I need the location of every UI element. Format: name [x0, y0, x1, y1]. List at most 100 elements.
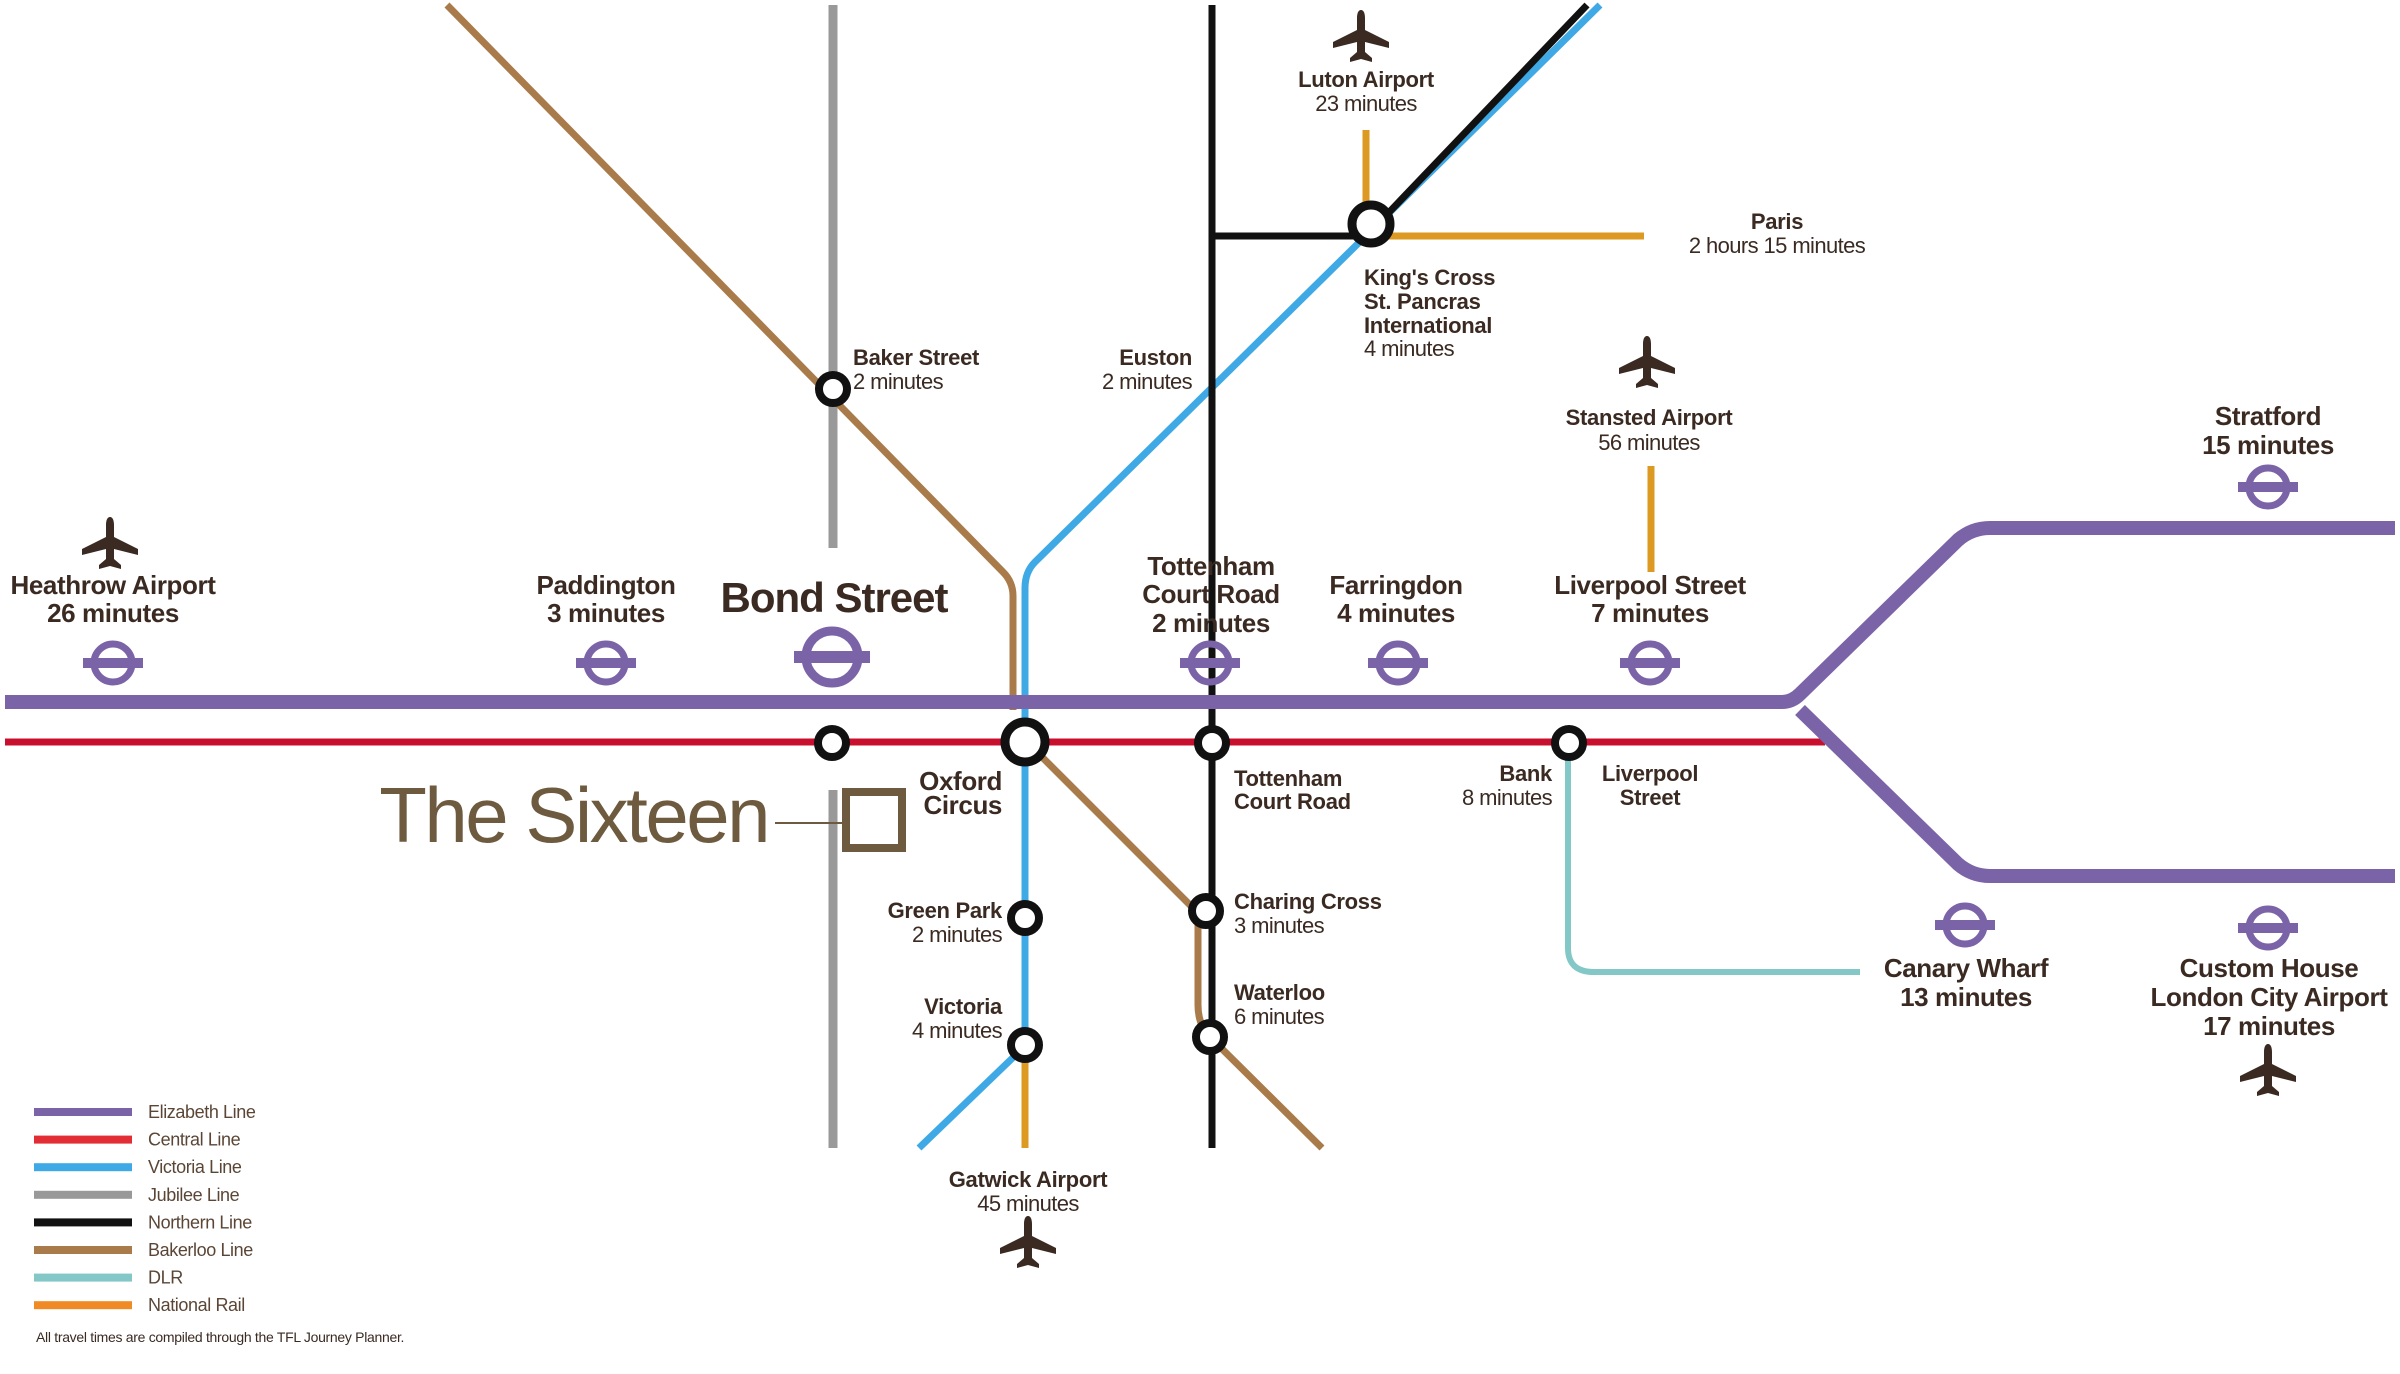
underground-roundel-icon — [576, 644, 636, 682]
time-stansted: 56 minutes — [1598, 430, 1700, 455]
footnote: All travel times are compiled through th… — [36, 1329, 404, 1345]
label-oxford-circus-1: Oxford — [919, 766, 1002, 796]
legend-label: National Rail — [148, 1295, 245, 1315]
underground-roundel-icon — [794, 631, 870, 683]
underground-roundel-icon — [2238, 468, 2298, 506]
bakerloo-line-north — [444, 2, 1017, 710]
label-kings-cross-2: St. Pancras — [1364, 289, 1481, 314]
legend-label: DLR — [148, 1268, 183, 1288]
label-stratford: Stratford — [2215, 401, 2321, 431]
rail-lines — [5, 2, 2395, 1151]
legend-swatch — [34, 1108, 132, 1116]
time-paris: 2 hours 15 minutes — [1689, 233, 1866, 258]
time-tottenham: 2 minutes — [1152, 608, 1270, 638]
station-labels: Heathrow Airport 26 minutes Paddington 3… — [11, 67, 2389, 1216]
time-victoria: 4 minutes — [912, 1018, 1003, 1043]
label-oxford-circus-2: Circus — [923, 790, 1002, 820]
legend-swatch — [34, 1273, 132, 1282]
station-marker-baker-street[interactable] — [815, 371, 851, 407]
station-marker-waterloo[interactable] — [1192, 1019, 1228, 1055]
legend-label: Bakerloo Line — [148, 1240, 253, 1260]
label-kings-cross-1: King's Cross — [1364, 265, 1495, 290]
station-marker-oxford-circus[interactable] — [1000, 717, 1050, 767]
station-marker-victoria[interactable] — [1007, 1027, 1043, 1063]
airplane-icon — [2240, 1044, 2296, 1096]
time-paddington: 3 minutes — [547, 598, 665, 628]
time-baker-street: 2 minutes — [853, 369, 944, 394]
legend-swatch — [34, 1190, 132, 1199]
label-tottenham-central-2: Court Road — [1234, 789, 1351, 814]
label-custom-house-2: London City Airport — [2151, 982, 2389, 1012]
label-heathrow: Heathrow Airport — [11, 570, 217, 600]
interchanges — [814, 200, 1587, 1063]
label-liverpool-street: Liverpool Street — [1554, 570, 1746, 600]
legend-label: Central Line — [148, 1130, 241, 1150]
legend-item: National Rail — [34, 1295, 245, 1315]
legend-label: Victoria Line — [148, 1157, 242, 1177]
station-marker-charing-cross[interactable] — [1188, 893, 1224, 929]
time-custom-house: 17 minutes — [2203, 1011, 2335, 1041]
label-tottenham-1: Tottenham — [1147, 551, 1274, 581]
legend-swatch — [34, 1135, 132, 1144]
time-green-park: 2 minutes — [912, 922, 1003, 947]
time-liverpool-street: 7 minutes — [1591, 598, 1709, 628]
label-euston: Euston — [1119, 345, 1192, 370]
label-waterloo: Waterloo — [1234, 980, 1325, 1005]
legend-item: Elizabeth Line — [34, 1102, 256, 1122]
airplane-icon — [1619, 336, 1675, 388]
legend-item: DLR — [34, 1268, 184, 1288]
label-baker-street: Baker Street — [853, 345, 980, 370]
station-marker-kings-cross[interactable] — [1347, 200, 1395, 248]
underground-roundel-icon — [1620, 644, 1680, 682]
label-paris: Paris — [1751, 209, 1803, 234]
label-tottenham-2: Court Road — [1142, 579, 1280, 609]
legend-item: Victoria Line — [34, 1157, 242, 1177]
time-heathrow: 26 minutes — [47, 598, 179, 628]
legend-item: Northern Line — [34, 1212, 253, 1232]
legend-swatch — [34, 1301, 132, 1310]
time-euston: 2 minutes — [1102, 369, 1193, 394]
legend-label: Elizabeth Line — [148, 1102, 256, 1122]
label-gatwick: Gatwick Airport — [949, 1167, 1108, 1192]
time-charing-cross: 3 minutes — [1234, 913, 1325, 938]
legend-swatch — [34, 1218, 132, 1227]
legend-label: Jubilee Line — [148, 1185, 240, 1205]
label-liverpool-central-1: Liverpool — [1602, 761, 1698, 786]
station-marker-green-park[interactable] — [1007, 900, 1043, 936]
label-stansted: Stansted Airport — [1566, 405, 1734, 430]
label-kings-cross-3: International — [1364, 313, 1492, 338]
airport-icons — [82, 10, 2296, 1268]
airplane-icon — [1333, 10, 1389, 62]
elizabeth-line — [5, 521, 2395, 883]
airplane-icon — [1000, 1216, 1056, 1268]
brand-name: The Sixteen — [379, 771, 768, 859]
label-bond-street: Bond Street — [720, 574, 948, 621]
time-stratford: 15 minutes — [2202, 430, 2334, 460]
label-bank: Bank — [1499, 761, 1553, 786]
northern-line-branch — [1212, 2, 1590, 240]
label-custom-house-1: Custom House — [2180, 953, 2359, 983]
legend-swatch — [34, 1246, 132, 1254]
dlr-line — [1565, 745, 1860, 975]
legend-item: Central Line — [34, 1130, 241, 1150]
time-canary-wharf: 13 minutes — [1900, 982, 2032, 1012]
legend-item: Bakerloo Line — [34, 1240, 254, 1260]
underground-roundel-icon — [83, 644, 143, 682]
label-paddington: Paddington — [537, 570, 676, 600]
legend-item: Jubilee Line — [34, 1185, 240, 1205]
station-marker-liverpool-street[interactable] — [1551, 725, 1587, 761]
time-bank: 8 minutes — [1462, 785, 1553, 810]
station-marker-bond-street[interactable] — [814, 725, 850, 761]
airplane-icon — [82, 517, 138, 569]
label-green-park: Green Park — [888, 898, 1003, 923]
time-luton: 23 minutes — [1315, 91, 1417, 116]
station-marker-tottenham-court-road[interactable] — [1194, 725, 1230, 761]
label-liverpool-central-2: Street — [1620, 785, 1682, 810]
underground-roundel-icon — [1935, 906, 1995, 944]
time-farringdon: 4 minutes — [1337, 598, 1455, 628]
underground-roundel-icon — [2238, 909, 2298, 947]
time-kings-cross: 4 minutes — [1364, 336, 1455, 361]
label-charing-cross: Charing Cross — [1234, 889, 1382, 914]
